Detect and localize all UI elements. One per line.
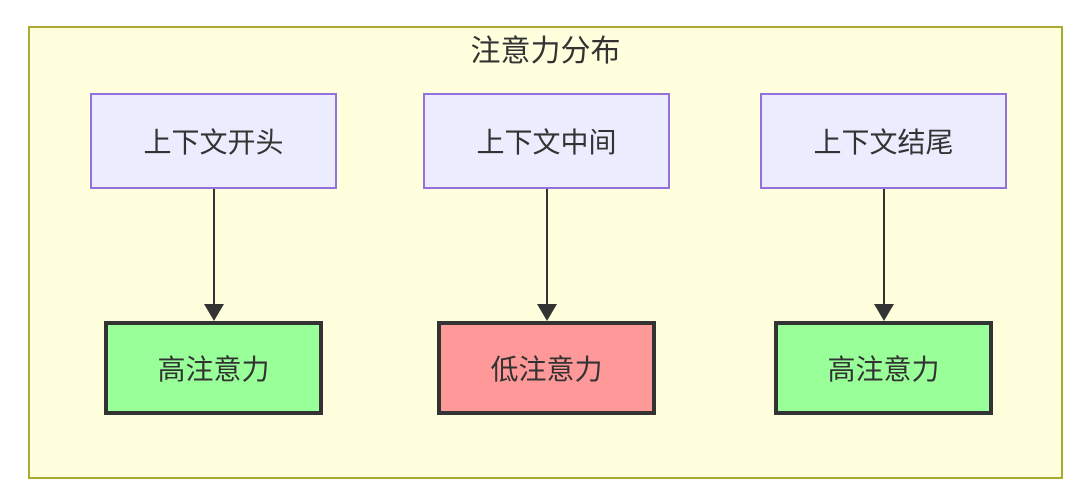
node-context-start: 上下文开头 xyxy=(90,93,337,189)
arrow-end-to-high xyxy=(873,189,894,321)
node-context-end: 上下文结尾 xyxy=(760,93,1007,189)
diagram-column-context-middle: 上下文中间 低注意力 xyxy=(423,93,670,415)
arrow-head-icon xyxy=(873,304,894,321)
node-low-attention-center: 低注意力 xyxy=(437,321,656,415)
diagram-title: 注意力分布 xyxy=(470,35,621,68)
arrow-line xyxy=(545,189,548,304)
arrow-middle-to-low xyxy=(536,189,557,321)
node-context-middle: 上下文中间 xyxy=(423,93,670,189)
diagram-column-context-end: 上下文结尾 高注意力 xyxy=(760,93,1007,415)
arrow-line xyxy=(212,189,215,304)
arrow-head-icon xyxy=(203,304,224,321)
node-high-attention-left: 高注意力 xyxy=(104,321,323,415)
arrow-line xyxy=(882,189,885,304)
arrow-head-icon xyxy=(536,304,557,321)
node-high-attention-right: 高注意力 xyxy=(774,321,993,415)
arrow-start-to-high xyxy=(203,189,224,321)
diagram-column-context-start: 上下文开头 高注意力 xyxy=(90,93,337,415)
diagram-frame: 注意力分布 上下文开头 高注意力 上下文中间 低注意力 上下文结尾 高注意力 xyxy=(28,26,1063,479)
